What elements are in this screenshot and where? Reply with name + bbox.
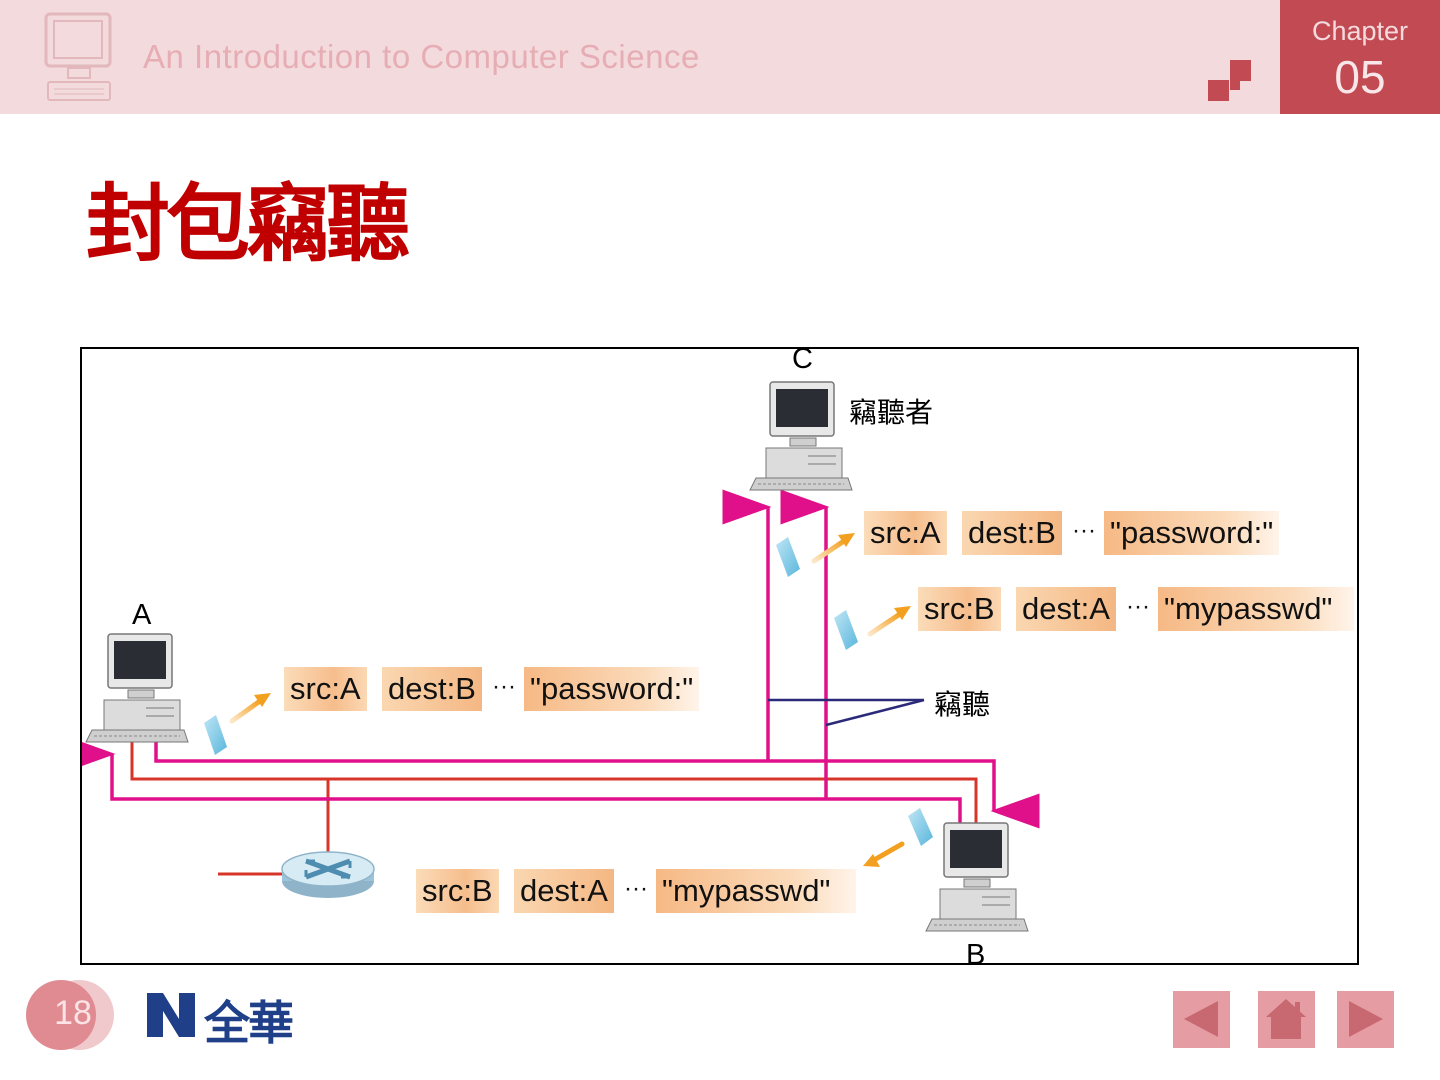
course-title: An Introduction to Computer Science [143,38,700,75]
node-c-label: C [792,343,813,375]
header-bar: An Introduction to Computer Science Chap… [0,0,1440,114]
arrow-right-icon [1349,1001,1383,1037]
packet-payload-field: "password:" [1104,511,1280,555]
home-button[interactable] [1258,991,1315,1048]
network-wiring [82,381,1040,932]
packet-ellipsis: ··· [624,875,648,902]
chapter-number: 05 [1334,51,1386,103]
computer-a-icon [85,633,189,743]
router-icon [281,851,375,898]
node-b-label: B [966,939,986,971]
next-button[interactable] [1337,991,1394,1048]
arrowhead [254,533,911,867]
packet-src-field: src:B [918,587,1001,631]
packet-ellipsis: ··· [1126,593,1150,620]
sniff-label: 竊聽 [934,688,991,721]
packet-src-field: src:A [284,667,367,711]
packet-src-field: src:A [864,511,947,555]
packet-payload-field: "password:" [524,667,700,711]
squares-decoration-icon [1208,60,1251,101]
page-number: 18 [54,994,92,1032]
packet-sniffing-diagram: A B C 竊聽者 竊聽 src:A dest:B ··· "password:… [80,343,1359,971]
publisher-logo-icon [147,993,195,1037]
red-wire [130,727,978,876]
packet-icon [204,537,933,846]
eavesdropper-label: 竊聽者 [849,396,934,429]
packet-dest-field: dest:B [962,511,1062,555]
chapter-badge: Chapter 05 [1280,0,1440,114]
sniff-pointer [768,698,925,727]
node-a-label: A [132,599,152,631]
packet-ellipsis: ··· [492,673,516,700]
packet-dest-field: dest:B [382,667,482,711]
page-badge-icon [26,980,114,1050]
packet-src-field: src:B [416,869,499,913]
packet-dest-field: dest:A [1016,587,1116,631]
home-icon [1266,999,1306,1039]
computer-c-icon [749,381,853,491]
previous-button[interactable] [1173,991,1230,1048]
packet-ellipsis: ··· [1072,517,1096,544]
arrow-left-icon [1184,1001,1218,1037]
slide-title: 封包竊聽 [86,175,410,273]
publisher-name: 全華 [204,996,294,1050]
chapter-label: Chapter [1311,16,1409,46]
computer-b-icon [925,822,1029,932]
packet-payload-field: "mypasswd" [656,869,856,913]
computer-icon [44,12,112,101]
direction-arrow-icon [229,538,905,863]
packet-payload-field: "mypasswd" [1158,587,1354,631]
packet-dest-field: dest:A [514,869,614,913]
